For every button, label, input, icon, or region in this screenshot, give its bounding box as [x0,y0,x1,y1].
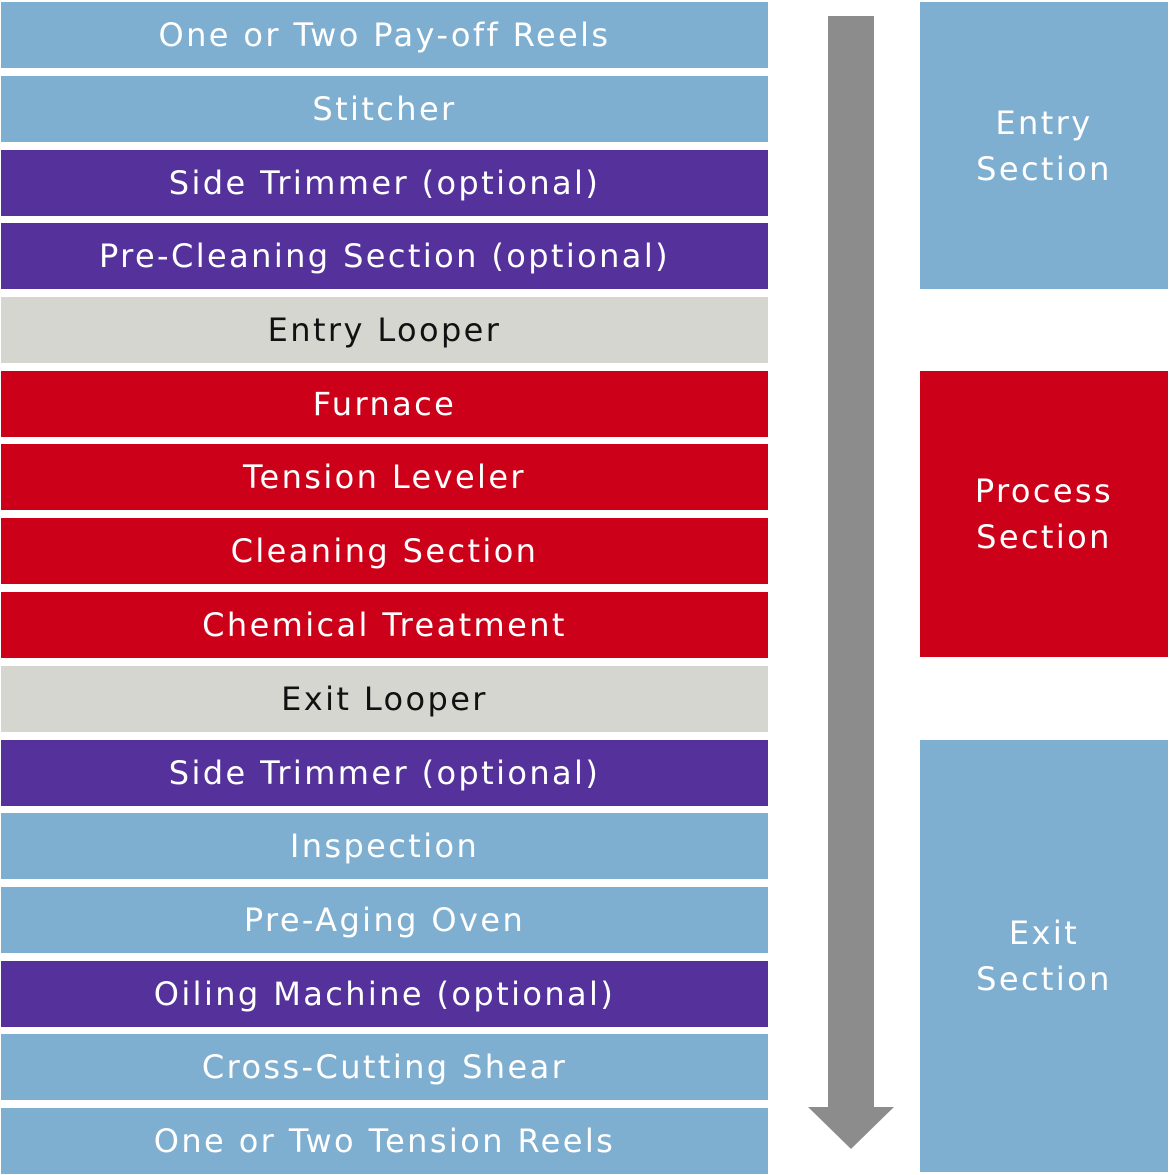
step-pre-aging-oven: Pre-Aging Oven [1,887,768,953]
step-label: Pre-Aging Oven [243,901,526,939]
step-label: One or Two Pay-off Reels [158,16,611,54]
section-label-line2: Section [976,960,1112,998]
section-label-line1: Entry [995,103,1093,142]
step-oiling-machine: Oiling Machine (optional) [1,961,768,1027]
step-label: Tension Leveler [243,458,526,496]
process-section-block: Process Section [920,371,1168,657]
exit-section-block: Exit Section [920,740,1168,1172]
section-label-line1: Exit [1008,914,1080,952]
step-label: Cross-Cutting Shear [201,1048,568,1086]
step-stitcher: Stitcher [1,76,768,142]
step-tension-leveler: Tension Leveler [1,444,768,510]
step-label: Inspection [289,827,480,865]
step-label: Chemical Treatment [202,606,567,644]
step-label: Cleaning Section [230,532,539,570]
section-label-line2: Section [976,149,1112,188]
step-label: Stitcher [312,90,457,128]
step-exit-looper: Exit Looper [1,666,768,732]
step-side-trimmer-exit: Side Trimmer (optional) [1,740,768,806]
section-label-line1: Process [974,472,1114,510]
section-label-line2: Section [976,518,1112,556]
flow-direction-arrow-icon [808,16,894,1149]
step-cross-cutting-shear: Cross-Cutting Shear [1,1034,768,1100]
step-pay-off-reels: One or Two Pay-off Reels [1,2,768,68]
step-label: Furnace [312,385,457,423]
step-label: Side Trimmer (optional) [168,164,601,202]
step-pre-cleaning-section: Pre-Cleaning Section (optional) [1,223,768,289]
entry-section-block: Entry Section [920,2,1168,289]
step-label: Exit Looper [281,680,488,718]
step-inspection: Inspection [1,813,768,879]
step-label: Pre-Cleaning Section (optional) [98,237,670,275]
step-label: Entry Looper [267,311,502,349]
step-label: Oiling Machine (optional) [153,975,616,1013]
step-chemical-treatment: Chemical Treatment [1,592,768,658]
step-furnace: Furnace [1,371,768,437]
step-tension-reels: One or Two Tension Reels [1,1108,768,1174]
step-side-trimmer-entry: Side Trimmer (optional) [1,150,768,216]
step-label: Side Trimmer (optional) [168,754,601,792]
step-label: One or Two Tension Reels [153,1122,616,1160]
step-entry-looper: Entry Looper [1,297,768,363]
step-cleaning-section: Cleaning Section [1,518,768,584]
